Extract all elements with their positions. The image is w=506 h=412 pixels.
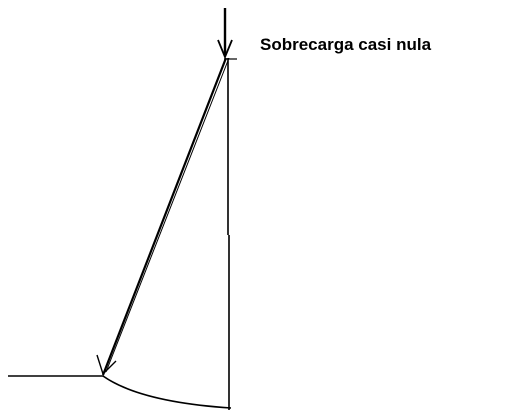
diagonal-arrow-head — [96, 354, 117, 376]
wall-vertical-line — [227, 58, 230, 410]
pressure-diagonal-line — [101, 57, 228, 376]
overload-label: Sobrecarga casi nula — [260, 35, 432, 54]
pressure-diagonal-line-thin — [105, 57, 230, 373]
bottom-curve — [102, 375, 232, 409]
load-arrow-head — [217, 39, 233, 60]
